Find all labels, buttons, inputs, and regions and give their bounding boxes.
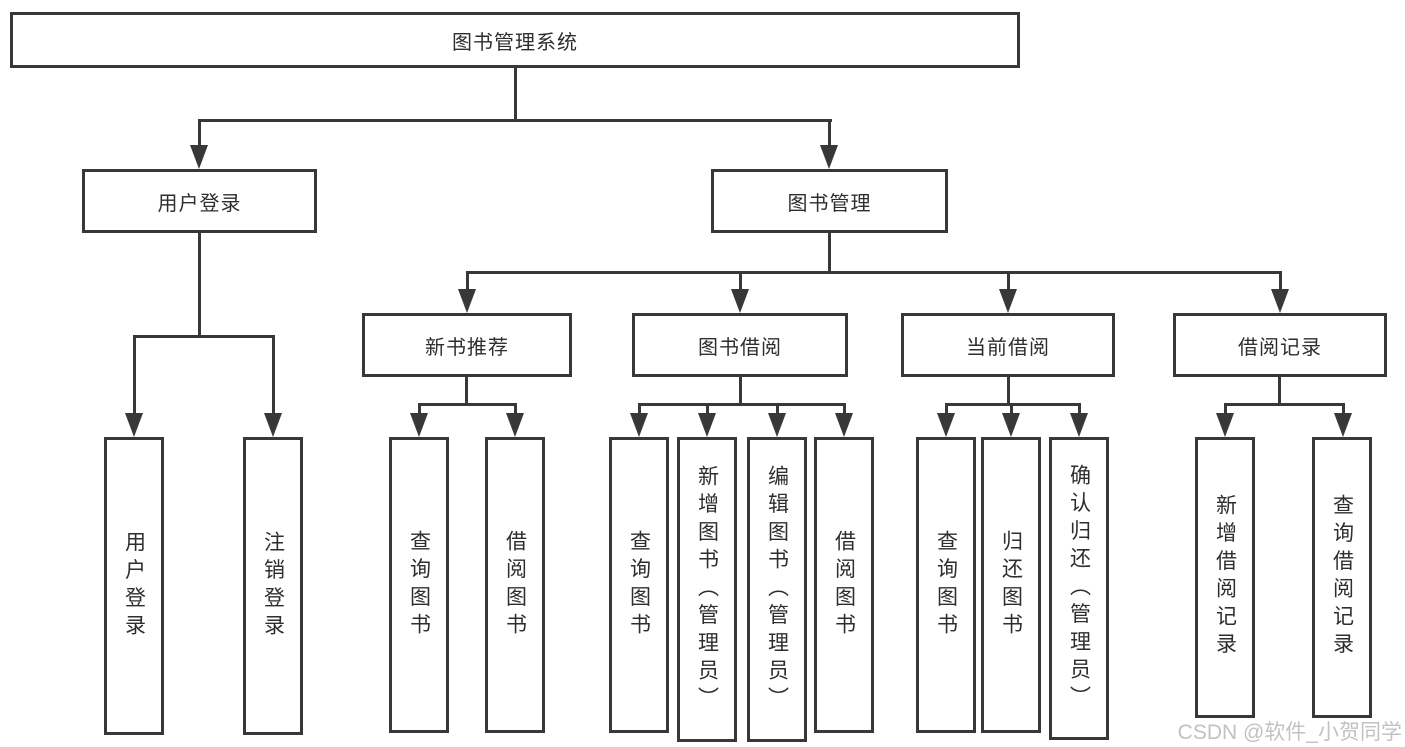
leaf-confirm-return-admin: 确认归还（管理员） <box>1049 437 1109 740</box>
arrow-down-icon <box>1002 413 1020 437</box>
connector-line <box>828 233 831 271</box>
connector-line <box>945 403 1081 406</box>
arrow-down-icon <box>937 413 955 437</box>
leaf-borrow-books: 借阅图书 <box>814 437 874 733</box>
leaf-query-books: 查询图书 <box>916 437 976 733</box>
connector-line <box>739 377 742 403</box>
node-current-borrow: 当前借阅 <box>901 313 1115 377</box>
leaf-query-borrow-record: 查询借阅记录 <box>1312 437 1372 718</box>
arrow-down-icon <box>698 413 716 437</box>
leaf-edit-books-admin: 编辑图书（管理员） <box>747 437 807 742</box>
connector-line <box>828 119 831 159</box>
csdn-watermark: CSDN @软件_小贺同学 <box>1177 721 1402 744</box>
node-root: 图书管理系统 <box>10 12 1020 68</box>
leaf-add-borrow-record: 新增借阅记录 <box>1195 437 1255 718</box>
connector-line <box>133 335 136 417</box>
arrow-down-icon <box>768 413 786 437</box>
node-user-login: 用户登录 <box>82 169 317 233</box>
connector-line <box>465 377 468 403</box>
arrow-down-icon <box>506 413 524 437</box>
node-book-borrow: 图书借阅 <box>632 313 848 377</box>
connector-line <box>198 119 201 159</box>
arrow-down-icon <box>999 289 1017 313</box>
leaf-query-books: 查询图书 <box>609 437 669 733</box>
connector-line <box>133 335 275 338</box>
connector-line <box>198 233 201 335</box>
connector-line <box>466 271 469 295</box>
leaf-query-books: 查询图书 <box>389 437 449 733</box>
connector-line <box>1278 377 1281 403</box>
arrow-down-icon <box>1334 413 1352 437</box>
node-new-book-recommend: 新书推荐 <box>362 313 572 377</box>
arrow-down-icon <box>731 289 749 313</box>
connector-line <box>739 271 742 295</box>
node-borrow-records: 借阅记录 <box>1173 313 1387 377</box>
arrow-down-icon <box>125 413 143 437</box>
arrow-down-icon <box>410 413 428 437</box>
connector-line <box>514 68 517 119</box>
arrow-down-icon <box>835 413 853 437</box>
leaf-return-books: 归还图书 <box>981 437 1041 733</box>
leaf-logout: 注销登录 <box>243 437 303 735</box>
arrow-down-icon <box>264 413 282 437</box>
arrow-down-icon <box>1216 413 1234 437</box>
connector-line <box>272 335 275 417</box>
arrow-down-icon <box>190 145 208 169</box>
connector-line <box>198 119 832 122</box>
leaf-user-login: 用户登录 <box>104 437 164 735</box>
node-book-management: 图书管理 <box>711 169 948 233</box>
arrow-down-icon <box>820 145 838 169</box>
arrow-down-icon <box>1271 289 1289 313</box>
connector-line <box>1224 403 1344 406</box>
arrow-down-icon <box>458 289 476 313</box>
arrow-down-icon <box>630 413 648 437</box>
connector-line <box>638 403 846 406</box>
connector-line <box>466 271 1282 274</box>
connector-line <box>1279 271 1282 295</box>
arrow-down-icon <box>1070 413 1088 437</box>
leaf-borrow-books: 借阅图书 <box>485 437 545 733</box>
connector-line <box>1007 271 1010 295</box>
connector-line <box>418 403 516 406</box>
leaf-add-books-admin: 新增图书（管理员） <box>677 437 737 742</box>
connector-line <box>1007 377 1010 403</box>
